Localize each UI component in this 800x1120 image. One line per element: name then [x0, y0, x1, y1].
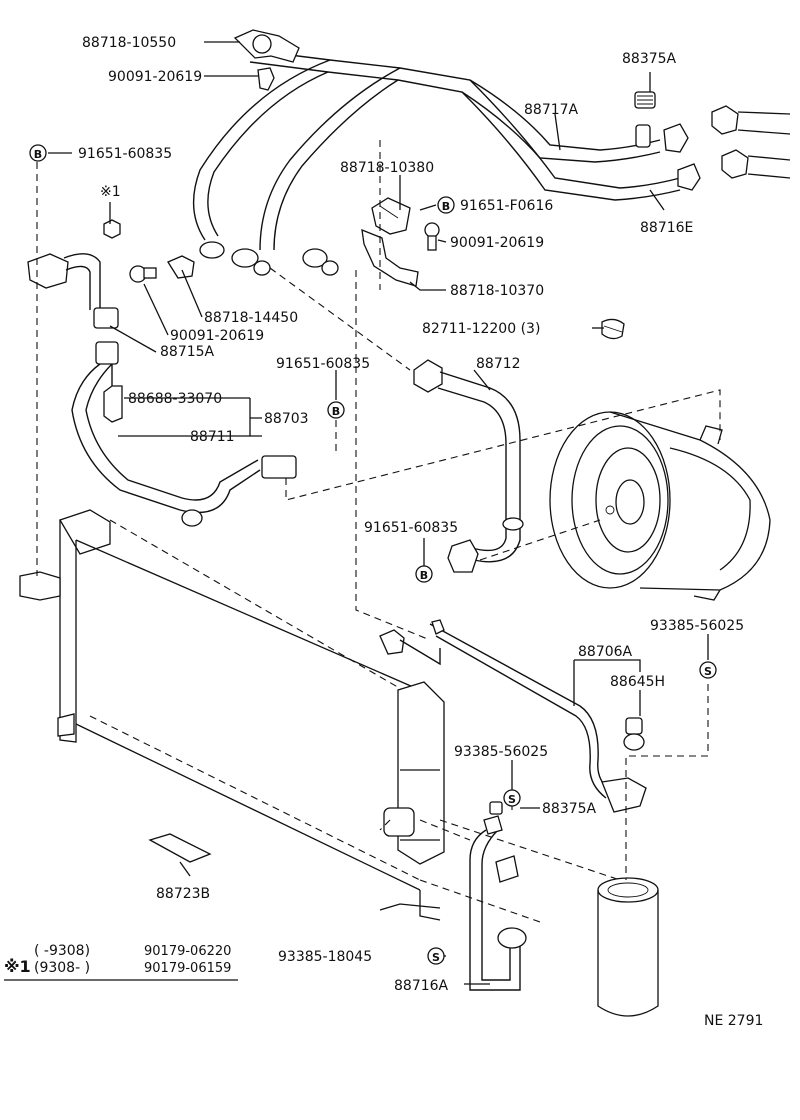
stud-marker-93385-56025-a: S: [699, 661, 717, 679]
footnote-row1-part: 90179-06220: [144, 944, 231, 959]
bolt-90091-20619-top: [257, 67, 275, 91]
bolt-90091-20619-mid: [424, 222, 440, 251]
label-88703: 88703: [264, 411, 309, 427]
label-82711-12200: 82711-12200 (3): [422, 321, 540, 337]
bolt-90091-20619-left: [129, 265, 157, 283]
tube-88715a: [27, 219, 121, 329]
hose-88712: [413, 359, 524, 573]
clamp-88718-14450: [167, 255, 195, 279]
condenser: [19, 509, 445, 921]
label-88715a: 88715A: [160, 344, 215, 360]
label-91651-60835-c: 91651-60835: [364, 520, 458, 536]
label-90091-20619-mid: 90091-20619: [450, 235, 544, 251]
label-90091-20619-left: 90091-20619: [170, 328, 264, 344]
seal-88723b: [148, 833, 212, 863]
tube-88711: [71, 341, 297, 527]
pressure-switch-88645h: [623, 717, 645, 751]
label-91651-60835-a: 91651-60835: [78, 146, 172, 162]
valve-cap-88375a-top: [634, 91, 656, 109]
svg-text:S: S: [704, 665, 712, 678]
label-note-1: ※1: [100, 184, 121, 200]
compressor: [549, 411, 771, 601]
tube-88706a: [379, 619, 647, 813]
label-88718-14450: 88718-14450: [204, 310, 298, 326]
svg-text:B: B: [34, 148, 42, 161]
footnote-table: ※1 ( -9308) 90179-06220 (9308- ) 90179-0…: [4, 943, 238, 981]
label-88718-10380: 88718-10380: [340, 160, 434, 176]
footnote-row1-range: ( -9308): [34, 943, 90, 959]
label-88716e: 88716E: [640, 220, 693, 236]
clip-82711-12200: [601, 318, 625, 340]
label-88716a: 88716A: [394, 978, 449, 994]
label-88645h: 88645H: [610, 674, 665, 690]
svg-text:B: B: [420, 569, 428, 582]
tube-88716a: [469, 801, 527, 991]
footnote-symbol: ※1: [4, 957, 31, 976]
label-91651-f0616: 91651-F0616: [460, 198, 553, 214]
suction-hose-88717a: [192, 49, 661, 241]
label-88706a: 88706A: [578, 644, 633, 660]
svg-text:S: S: [432, 951, 440, 964]
label-88688-33070: 88688-33070: [128, 391, 222, 407]
label-88375a-top: 88375A: [622, 51, 677, 67]
drawing-number: NE 2791: [704, 1013, 763, 1029]
footnote-row2-part: 90179-06159: [144, 961, 231, 976]
bolt-marker-91651-60835-c: B: [415, 565, 433, 583]
label-88718-10370: 88718-10370: [450, 283, 544, 299]
label-93385-56025-a: 93385-56025: [650, 618, 744, 634]
stud-marker-93385-56025-b: S: [503, 789, 521, 807]
svg-text:S: S: [508, 793, 516, 806]
bolt-marker-91651-f0616: B: [437, 196, 455, 214]
label-88717a: 88717A: [524, 102, 579, 118]
label-88711: 88711: [190, 429, 235, 445]
clamp-88718-10370: [361, 228, 419, 287]
stud-marker-93385-18045: S: [427, 947, 445, 965]
label-90091-20619-top: 90091-20619: [108, 69, 202, 85]
label-88723b: 88723B: [156, 886, 210, 902]
bolt-marker-91651-60835-a: B: [29, 144, 47, 162]
bolt-marker-91651-60835-b: B: [327, 401, 345, 419]
receiver-drier: [597, 877, 659, 1017]
footnote-row2-range: (9308- ): [34, 960, 90, 976]
svg-text:B: B: [442, 200, 450, 213]
label-93385-56025-b: 93385-56025: [454, 744, 548, 760]
label-88718-10550: 88718-10550: [82, 35, 176, 51]
part-labels: 88718-10550 90091-20619 91651-60835 8837…: [78, 35, 763, 1029]
clamp-88718-10380: [371, 197, 411, 235]
discharge-hose-88716e: [259, 67, 681, 251]
label-91651-60835-b: 91651-60835: [276, 356, 370, 372]
hose-end-fittings: [199, 105, 791, 276]
svg-text:B: B: [332, 405, 340, 418]
label-93385-18045: 93385-18045: [278, 949, 372, 965]
label-88712: 88712: [476, 356, 521, 372]
dashed-guide-lines: [36, 140, 721, 923]
leader-lines: [48, 41, 709, 985]
clamp-88718-10550: [233, 29, 300, 63]
label-88375a-b: 88375A: [542, 801, 597, 817]
